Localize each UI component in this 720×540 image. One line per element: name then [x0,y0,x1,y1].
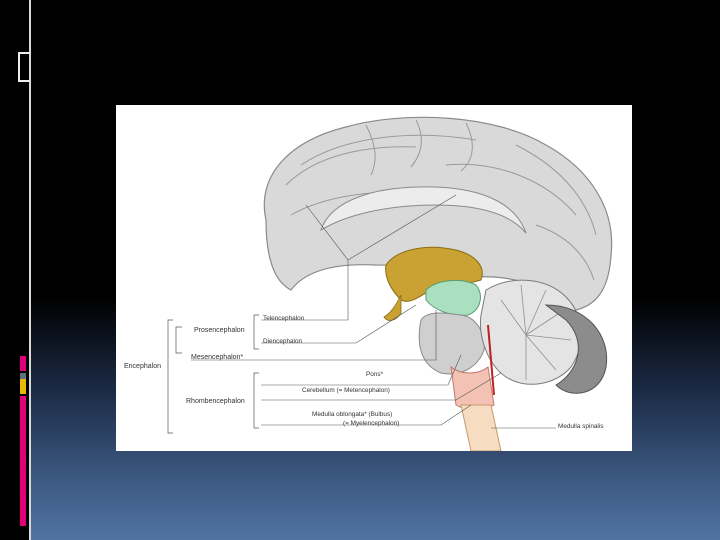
accent-bar-pink [20,356,26,371]
label-pons: Pons* [366,371,384,378]
pituitary [383,294,402,321]
occipital-lobe [544,304,608,394]
label-medulla-spinalis: Medulla spinalis [558,423,604,430]
label-cerebellum: Cerebellum (= Metencephalon) [302,387,390,394]
medulla-region [450,365,495,410]
label-telencephalon: Telencephalon [263,315,305,322]
brain-illustration [167,116,613,451]
left-divider-line [29,0,31,540]
spinal-cord [460,404,502,451]
brackets [167,314,259,434]
label-mesencephalon: Mesencephalon* [191,354,244,361]
brain-diagram: Telencephalon Prosencephalon Diencephalo… [116,105,632,451]
leader-lines [191,194,556,429]
arbor-vitae [500,284,572,380]
slide-corner-mark [18,52,30,82]
label-medulla-oblongata: Medulla oblongata* (Bulbus) [312,411,393,418]
label-myelencephalon: (= Myelencephalon) [343,420,400,427]
cerebrum [263,116,613,311]
accent-bar-yellow [20,379,26,394]
label-diencephalon: Diencephalon [263,338,303,345]
label-rhombencephalon: Rhombencephalon [186,398,245,405]
label-encephalon: Encephalon [124,363,161,370]
mesencephalon-region [425,279,481,316]
fourth-ventricle [487,324,495,396]
gyri-lines [285,119,597,281]
pons-region [418,312,485,375]
corpus-callosum [320,186,527,234]
accent-bar-pink-long [20,396,26,526]
label-prosencephalon: Prosencephalon [194,327,245,334]
